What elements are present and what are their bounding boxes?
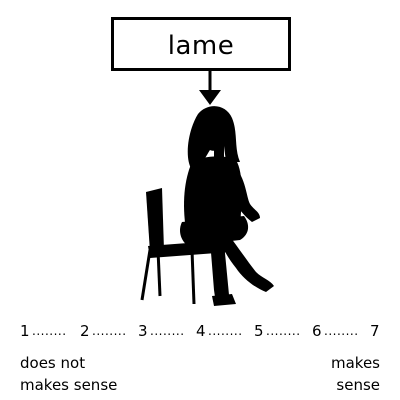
stimulus-word: lame <box>167 31 235 61</box>
scale-separator: ........ <box>92 324 127 338</box>
scale-point-5[interactable]: 5 <box>254 322 264 340</box>
scale-point-7[interactable]: 7 <box>370 322 380 340</box>
right-anchor-label: makes sense <box>331 352 380 396</box>
seated-woman-silhouette-icon <box>140 106 274 306</box>
scale-separator: ........ <box>324 324 359 338</box>
scale-point-1[interactable]: 1 <box>20 322 30 340</box>
scale-point-4[interactable]: 4 <box>196 322 206 340</box>
stimulus-word-box: lame <box>111 17 291 71</box>
left-anchor-line: makes sense <box>20 376 118 394</box>
scale-separator: ........ <box>150 324 185 338</box>
left-anchor-line: does not <box>20 354 86 372</box>
left-anchor-label: does not makes sense <box>20 352 117 396</box>
scale-separator: ........ <box>266 324 301 338</box>
right-anchor-line: sense <box>336 376 380 394</box>
scale-point-2[interactable]: 2 <box>80 322 90 340</box>
down-arrow-icon <box>199 71 221 105</box>
likert-scale: 1 ........ 2 ........ 3 ........ 4 .....… <box>20 322 390 344</box>
scale-point-6[interactable]: 6 <box>312 322 322 340</box>
scale-separator: ........ <box>208 324 243 338</box>
scale-separator: ........ <box>32 324 67 338</box>
right-anchor-line: makes <box>331 354 380 372</box>
scale-point-3[interactable]: 3 <box>138 322 148 340</box>
